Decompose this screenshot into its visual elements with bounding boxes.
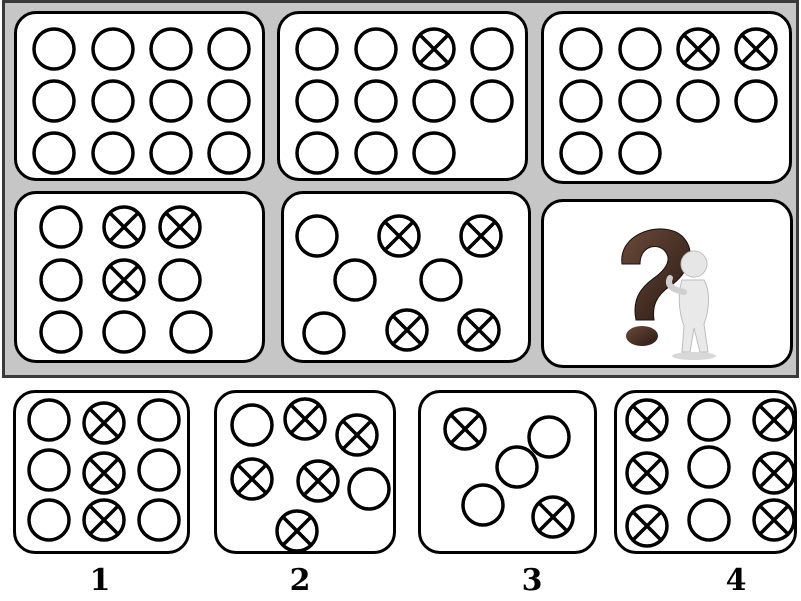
circle-set-option-1 — [16, 393, 190, 554]
answer-option-3[interactable] — [418, 390, 597, 554]
grid-cell-2 — [277, 11, 528, 181]
grid-cell-4 — [14, 191, 265, 363]
circle-set-4 — [17, 194, 265, 363]
circle-set-1 — [17, 14, 265, 181]
option-number-4: 4 — [706, 563, 766, 598]
option-number-1: 1 — [70, 563, 130, 598]
question-mark-figure-icon — [544, 202, 793, 368]
option-number-2: 2 — [270, 563, 330, 598]
option-number-3: 3 — [502, 563, 562, 598]
answer-option-1[interactable] — [13, 390, 190, 554]
circle-set-option-3 — [421, 393, 597, 554]
grid-cell-3 — [541, 11, 792, 184]
grid-cell-1 — [14, 11, 265, 181]
circle-set-option-2 — [217, 393, 396, 554]
circle-set-5 — [284, 194, 531, 363]
circle-set-3 — [544, 14, 792, 184]
circle-set-2 — [280, 14, 528, 181]
grid-cell-question — [541, 199, 793, 368]
answer-option-4[interactable] — [614, 390, 797, 554]
answer-option-2[interactable] — [214, 390, 396, 554]
circle-set-option-4 — [617, 393, 797, 554]
grid-cell-5 — [281, 191, 531, 363]
